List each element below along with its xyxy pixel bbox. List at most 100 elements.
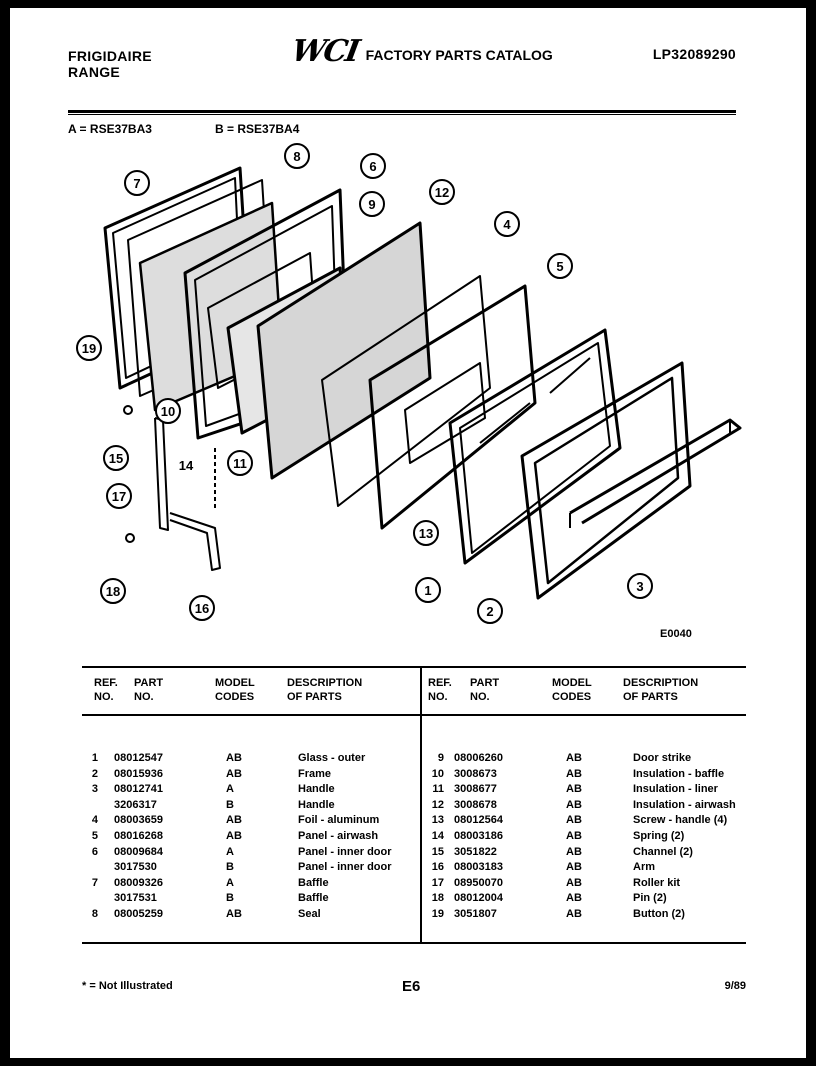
ref-cell: 6 xyxy=(91,845,98,858)
description-cell: Baffle xyxy=(298,892,329,905)
callout-19: 19 xyxy=(76,335,102,361)
model-code-cell: A xyxy=(226,845,234,858)
callout-15: 15 xyxy=(103,445,129,471)
model-a-label: A = RSE37BA3 xyxy=(68,122,152,136)
col-part-right: PART NO. xyxy=(470,677,500,703)
model-code-cell: AB xyxy=(566,767,582,780)
col-part-left: PART NO. xyxy=(134,677,164,703)
part-number-cell: 08003659 xyxy=(114,814,163,827)
part-number-cell: 08012004 xyxy=(454,892,503,905)
part-handle-shape xyxy=(569,418,742,525)
svg-text:10: 10 xyxy=(161,404,175,419)
description-cell: Panel - inner door xyxy=(298,845,392,858)
model-code-cell: AB xyxy=(566,876,582,889)
callout-16: 16 xyxy=(189,595,215,621)
model-code-cell: AB xyxy=(566,861,582,874)
svg-text:7: 7 xyxy=(133,176,140,191)
callout-14: 14 xyxy=(179,458,194,473)
ref-cell: 11 xyxy=(432,783,444,796)
table-header-rule xyxy=(82,714,746,716)
part-number-cell: 3017530 xyxy=(114,861,157,874)
description-cell: Insulation - liner xyxy=(633,783,718,796)
svg-text:1: 1 xyxy=(424,583,431,598)
model-code-cell: AB xyxy=(566,830,582,842)
part-number-cell: 3008677 xyxy=(454,783,497,796)
description-cell: Baffle xyxy=(298,876,329,889)
ref-cell: 16 xyxy=(431,861,444,874)
product-type: RANGE xyxy=(68,64,121,80)
ref-cell: 4 xyxy=(91,814,98,827)
description-cell: Glass - outer xyxy=(298,752,366,764)
svg-text:8: 8 xyxy=(293,149,300,164)
description-cell: Insulation - baffle xyxy=(633,767,725,780)
model-code-cell: AB xyxy=(566,892,582,905)
model-code-cell: B xyxy=(226,798,234,811)
model-code-cell: AB xyxy=(226,830,242,842)
ref-cell: 3 xyxy=(91,783,98,796)
ref-cell: 19 xyxy=(431,908,444,920)
callout-1: 1 xyxy=(415,577,441,603)
part-number-cell: 3206317 xyxy=(114,798,157,811)
model-code-cell: AB xyxy=(566,845,582,858)
svg-text:6: 6 xyxy=(369,159,376,174)
svg-text:18: 18 xyxy=(106,584,120,599)
parts-catalog-page: FRIGIDAIRE RANGE WCI FACTORY PARTS CATAL… xyxy=(10,8,806,1058)
callout-12: 12 xyxy=(429,179,455,205)
catalog-title: FACTORY PARTS CATALOG xyxy=(365,46,553,63)
part-number-cell: 3008673 xyxy=(454,767,497,780)
model-code-cell: A xyxy=(226,783,234,796)
table-row: 6 08009684 A Panel - inner door xyxy=(82,846,746,861)
part-frame-shape xyxy=(520,361,692,600)
part-number-cell: 3051822 xyxy=(454,845,497,858)
col-model-right: MODEL CODES xyxy=(552,677,592,703)
callout-17: 17 xyxy=(106,483,132,509)
model-code-cell: AB xyxy=(226,814,242,827)
model-code-cell: A xyxy=(226,876,234,889)
svg-text:4: 4 xyxy=(503,217,511,232)
ref-cell: 15 xyxy=(431,845,444,858)
table-column-divider xyxy=(420,666,422,944)
table-row: 1 08012547 AB Glass - outer xyxy=(82,752,746,767)
diagram-code: E0040 xyxy=(660,628,692,640)
part-number-cell: 08012564 xyxy=(454,814,503,827)
col-ref-right: REF. NO. xyxy=(428,677,452,703)
ref-cell: 1 xyxy=(91,752,98,764)
col-desc-left: DESCRIPTION OF PARTS xyxy=(287,677,363,703)
ref-cell: 5 xyxy=(91,830,98,842)
part-number-cell: 08009684 xyxy=(114,845,163,858)
model-code-cell: AB xyxy=(566,752,582,764)
callout-6: 6 xyxy=(360,153,386,179)
col-model-left: MODEL CODES xyxy=(215,677,255,703)
ref-cell: 13 xyxy=(431,814,444,827)
part-number-cell: 3008678 xyxy=(454,798,497,811)
model-code-cell: B xyxy=(226,892,234,905)
description-cell: Panel - airwash xyxy=(298,830,379,842)
exploded-parts-diagram: 7 8 6 9 12 4 5 19 10 15 14 11 17 13 1 3 … xyxy=(76,143,742,624)
callout-8: 8 xyxy=(284,143,310,169)
part-number-cell: 08003183 xyxy=(454,861,503,874)
col-ref-left: REF. NO. xyxy=(94,677,118,703)
table-top-rule xyxy=(82,666,746,668)
callout-9: 9 xyxy=(359,191,385,217)
description-cell: Door strike xyxy=(633,752,692,764)
parts-table: REF. NO. PART NO. MODEL CODES DESCRIPTIO… xyxy=(82,666,746,948)
model-code-cell: AB xyxy=(226,752,242,764)
part-foil-shape xyxy=(321,275,491,507)
part-number-cell: 08015936 xyxy=(114,767,163,780)
part-insulation-airwash-shape xyxy=(256,221,432,480)
part-number-cell: 08009326 xyxy=(114,876,163,889)
svg-text:11: 11 xyxy=(233,456,247,471)
part-number-cell: 08012547 xyxy=(114,752,163,764)
brand-block: FRIGIDAIRE RANGE xyxy=(68,48,152,80)
svg-text:19: 19 xyxy=(82,341,96,356)
col-desc-right: DESCRIPTION OF PARTS xyxy=(623,677,699,703)
